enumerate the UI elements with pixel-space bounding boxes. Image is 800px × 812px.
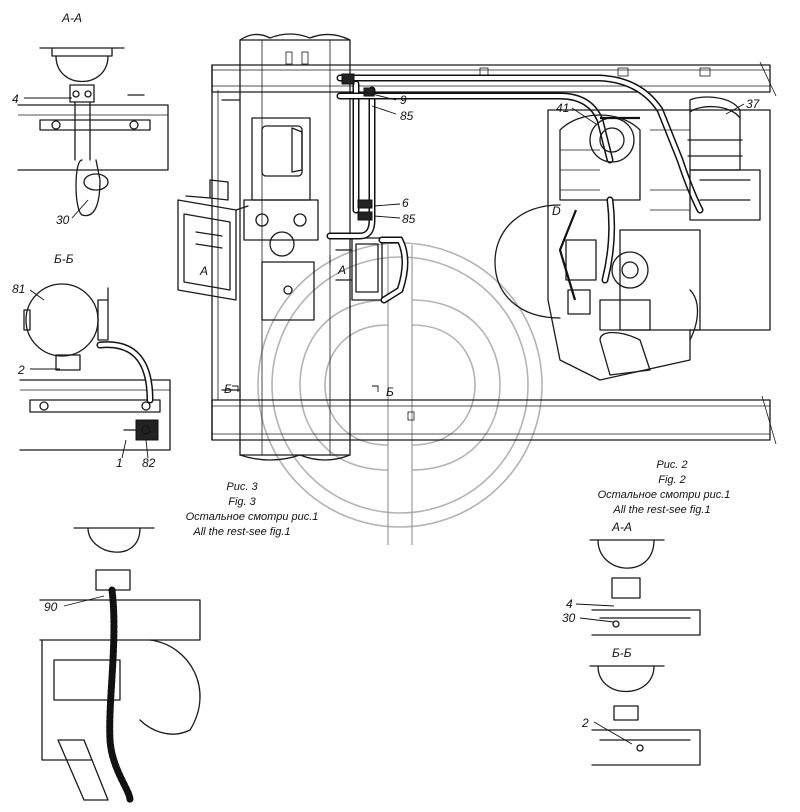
label-view-a-frame: А xyxy=(337,263,346,277)
fig2-rest-ru: Остальное смотри рис.1 xyxy=(598,489,731,501)
fig2-title-en: Fig. 2 xyxy=(658,474,686,486)
label-cut-b-right: Б xyxy=(386,385,394,399)
caption-fig3: Рис. 3 Fig. 3 Остальное смотри рис.1 All… xyxy=(186,481,319,538)
vehicle-frame xyxy=(211,33,777,461)
part-2-right: 2 xyxy=(581,716,589,730)
part-4-left: 4 xyxy=(12,92,19,106)
fig3-detail xyxy=(39,527,201,804)
engine-assembly xyxy=(494,96,771,381)
leader-lines xyxy=(24,91,745,745)
fig3-rest-ru: Остальное смотри рис.1 xyxy=(186,511,319,523)
section-bb-right xyxy=(589,665,701,766)
caption-fig2: Рис. 2 Fig. 2 Остальное смотри рис.1 All… xyxy=(598,459,731,516)
section-aa-left xyxy=(17,47,169,217)
label-bb-left: Б-Б xyxy=(54,252,74,266)
part-41: 41 xyxy=(556,101,569,115)
label-view-a: А xyxy=(199,264,208,278)
part-2-left: 2 xyxy=(17,363,25,377)
fig2-title-ru: Рис. 2 xyxy=(656,459,687,471)
engine-marker-d: D xyxy=(552,204,561,218)
fig3-title-en: Fig. 3 xyxy=(228,496,256,508)
part-85-mid: 85 xyxy=(402,212,416,226)
label-aa-top: А-А xyxy=(61,11,82,25)
part-81: 81 xyxy=(12,282,25,296)
part-1: 1 xyxy=(116,456,123,470)
part-30-left: 30 xyxy=(56,213,70,227)
fuel-hoses xyxy=(326,73,704,304)
label-aa-right: А-А xyxy=(611,520,632,534)
fig3-rest-en: All the rest-see fig.1 xyxy=(192,526,290,538)
part-9: 9 xyxy=(400,93,407,107)
part-30-right: 30 xyxy=(562,611,576,625)
section-aa-right xyxy=(589,539,701,636)
part-82: 82 xyxy=(142,456,156,470)
part-6: 6 xyxy=(402,196,409,210)
fig3-title-ru: Рис. 3 xyxy=(226,481,258,493)
section-bb-left xyxy=(19,283,171,451)
part-90: 90 xyxy=(44,600,58,614)
fig2-rest-en: All the rest-see fig.1 xyxy=(612,504,710,516)
part-37: 37 xyxy=(746,97,761,111)
labels: А-А Б-Б А-А Б-Б А А Б Б 4 30 81 2 1 82 9… xyxy=(12,11,761,730)
label-bb-right: Б-Б xyxy=(612,646,632,660)
label-cut-b-left: Б xyxy=(224,382,232,396)
view-a-bracket xyxy=(177,179,249,301)
part-4-right: 4 xyxy=(566,597,573,611)
part-85-top: 85 xyxy=(400,109,414,123)
